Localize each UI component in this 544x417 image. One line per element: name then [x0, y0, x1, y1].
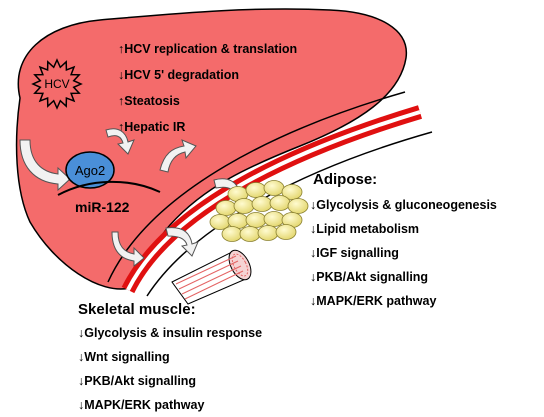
skeletal-muscle-effects: Skeletal muscle: ↓Glycolysis & insulin r… [78, 301, 262, 412]
curved-arrow-icon [105, 128, 135, 155]
mirna-strand [57, 180, 161, 196]
liver-effect: ↑Hepatic IR [118, 120, 185, 134]
mirna-label: miR-122 [75, 199, 130, 215]
fat-cell [269, 195, 291, 211]
blood-vessel [107, 91, 433, 297]
curved-arrow-icon [111, 231, 145, 268]
skeletal-muscle-title: Skeletal muscle: [78, 301, 196, 318]
adipose-title: Adipose: [313, 171, 377, 188]
ago2-label: Ago2 [75, 163, 105, 178]
fat-cell [287, 198, 309, 214]
muscle-effect: ↓MAPK/ERK pathway [78, 398, 204, 412]
hcv-virus-icon: HCV [31, 58, 83, 110]
adipose-effect: ↓Lipid metabolism [310, 222, 419, 236]
curved-arrow-icon [165, 227, 199, 257]
liver-effect: ↑HCV replication & translation [118, 42, 297, 56]
liver-shape [15, 8, 408, 290]
fat-cell [263, 211, 285, 227]
fat-cell [281, 184, 303, 200]
curved-arrow-icon [159, 139, 197, 173]
curved-arrow-icon [19, 139, 71, 192]
adipose-effect: ↓PKB/Akt signalling [310, 270, 428, 284]
hcv-label: HCV [44, 77, 69, 91]
fat-cell [215, 200, 237, 216]
adipose-effect: ↓MAPK/ERK pathway [310, 294, 436, 308]
fat-cell [245, 182, 267, 198]
liver-effects-list: ↑HCV replication & translation ↓HCV 5' d… [118, 42, 297, 134]
fat-cell [257, 225, 279, 241]
skeletal-muscle-icon [171, 249, 252, 305]
fat-cell [251, 196, 273, 212]
fat-cell [239, 226, 261, 242]
fat-cell [221, 226, 243, 242]
fat-cell [245, 212, 267, 228]
fat-cell [233, 198, 255, 214]
muscle-effect: ↓Glycolysis & insulin response [78, 326, 262, 340]
liver-effect: ↓HCV 5' degradation [118, 68, 239, 82]
adipose-effect: ↓Glycolysis & gluconeogenesis [310, 198, 497, 212]
fat-cell [263, 180, 285, 196]
adipose-effects: Adipose: ↓Glycolysis & gluconeogenesis ↓… [310, 171, 497, 308]
liver-effect: ↑Steatosis [118, 94, 180, 108]
adipose-tissue-icon [209, 180, 309, 242]
adipose-effect: ↓IGF signalling [310, 246, 399, 260]
muscle-effect: ↓PKB/Akt signalling [78, 374, 196, 388]
ago2-protein [65, 151, 115, 189]
fat-cell [275, 224, 297, 240]
muscle-effect: ↓Wnt signalling [78, 350, 170, 364]
